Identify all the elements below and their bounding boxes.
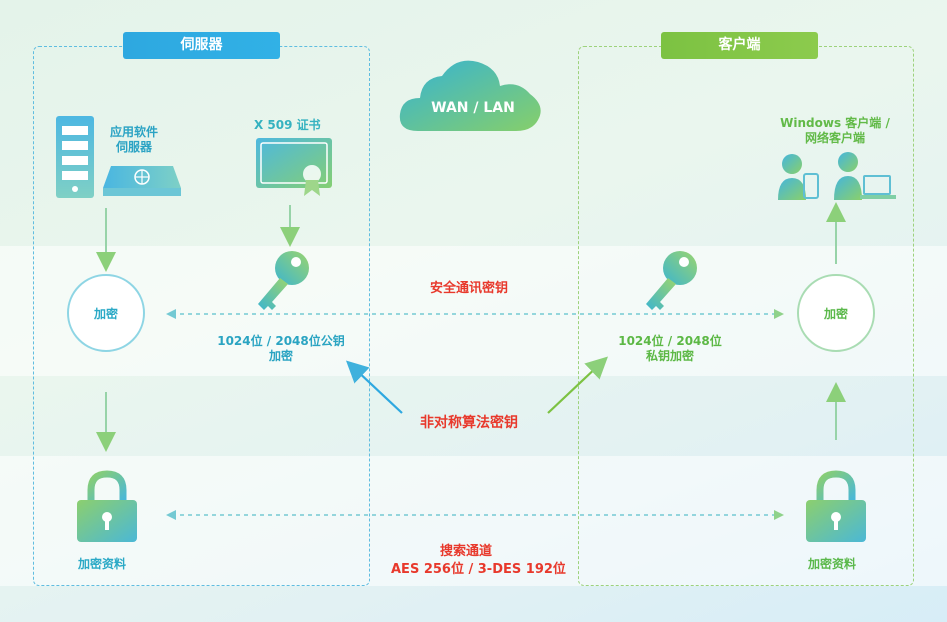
- client-encrypt-node: 加密: [797, 274, 875, 352]
- server-box-icon: [103, 166, 181, 196]
- server-lock-icon: [77, 470, 137, 542]
- certificate-icon: [256, 138, 332, 196]
- server-data-label: 加密资料: [78, 557, 127, 571]
- private-key-label: 1024位 / 2048位 私钥加密: [618, 334, 722, 363]
- client-title: 客户端: [661, 32, 818, 59]
- cloud-icon: [399, 60, 541, 131]
- server-rack-icon: [56, 116, 94, 198]
- cloud-label: WAN / LAN: [431, 100, 515, 116]
- cert-label: X 509 证书: [254, 118, 321, 132]
- arrow-asym-to-public: [345, 360, 403, 414]
- server-encrypt-node: 加密: [67, 274, 145, 352]
- server-title: 伺服器: [123, 32, 280, 59]
- client-encrypt-label: 加密: [823, 306, 848, 321]
- cipher-label: AES 256位 / 3-DES 192位: [391, 562, 566, 577]
- app-server-label: 应用软件 伺服器: [110, 125, 159, 154]
- tunnel-label: 搜索通道: [440, 544, 493, 559]
- band-data: [0, 456, 947, 586]
- asym-key-label: 非对称算法密钥: [420, 415, 518, 431]
- client-lock-icon: [806, 470, 866, 542]
- client-data-label: 加密资料: [808, 557, 857, 571]
- secure-key-label: 安全通讯密钥: [430, 281, 509, 296]
- arrow-asym-to-private: [547, 356, 609, 414]
- server-encrypt-label: 加密: [93, 306, 118, 321]
- band-key: [0, 246, 947, 376]
- client-users-icon: [778, 152, 896, 200]
- private-key-icon: [646, 251, 697, 310]
- public-key-label: 1024位 / 2048位公钥 加密: [217, 334, 345, 363]
- client-label: Windows 客户端 / 网络客户端: [780, 116, 890, 145]
- public-key-icon: [258, 251, 309, 310]
